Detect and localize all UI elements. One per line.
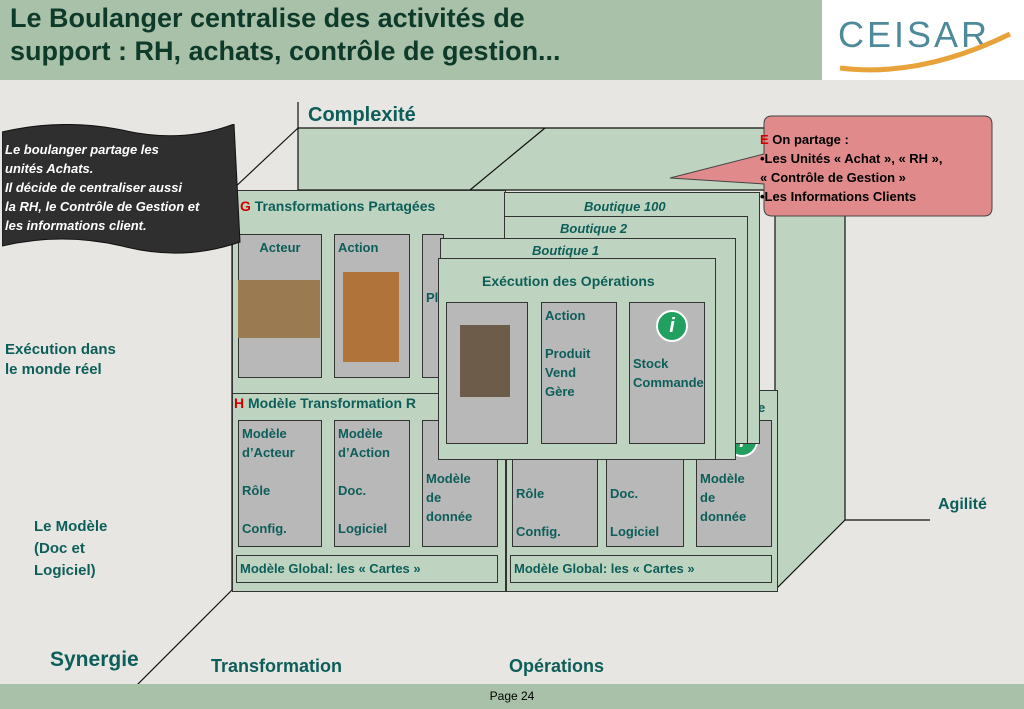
transformations-title: Transformations Partagées xyxy=(254,198,436,214)
acteur-label: Acteur xyxy=(259,240,301,255)
callout-line: Le boulanger partage les xyxy=(5,142,159,157)
callout-line: •Les Informations Clients xyxy=(760,189,917,204)
callout-line: Il décide de centraliser aussi xyxy=(5,180,183,195)
letter-h: H xyxy=(234,395,245,411)
divider xyxy=(232,393,504,395)
callout-line: unités Achats. xyxy=(5,161,94,176)
logo-swoosh-icon xyxy=(839,31,1012,73)
modele-transformation-header: H Modèle Transformation R xyxy=(234,395,416,411)
axis-agilite: Agilité xyxy=(938,496,987,513)
modele-acteur-column: Modèle d’Acteur Rôle Config. xyxy=(238,420,322,547)
bread-photo xyxy=(343,272,399,362)
axis-synergie: Synergie xyxy=(50,648,139,671)
chef-photo xyxy=(460,325,510,397)
col-line: d’Action xyxy=(338,445,390,460)
execution-label: Exécution dans le monde réel xyxy=(5,340,116,380)
exec-stock-text: Stock Commande xyxy=(630,351,704,395)
col-line: Modèle xyxy=(426,471,471,486)
col-line: Doc. xyxy=(610,486,639,501)
op-modele-donnee-text: Modèle de donnée xyxy=(697,466,771,529)
label-line: le monde réel xyxy=(5,361,102,378)
page-title: Le Boulanger centralise des activités de… xyxy=(10,2,810,68)
col-line: Logiciel xyxy=(610,524,660,539)
col-line: Rôle xyxy=(242,483,271,498)
callout-left-text: Le boulanger partage les unités Achats. … xyxy=(5,140,245,235)
callout-line: la RH, le Contrôle de Gestion et xyxy=(5,199,200,214)
axis-complexite: Complexité xyxy=(308,104,416,126)
modele-label: Le Modèle (Doc et Logiciel) xyxy=(34,516,107,582)
info-icon: i xyxy=(656,310,688,342)
boutique-1-label: Boutique 1 xyxy=(532,243,600,258)
col-line: Modèle xyxy=(700,471,745,486)
col-line: de xyxy=(426,490,442,505)
callout-line: « Contrôle de Gestion » xyxy=(760,170,906,185)
callout-line: E On partage : xyxy=(760,130,992,149)
col-line: donnée xyxy=(700,509,747,524)
modele-global-bar-right: Modèle Global: les « Cartes » xyxy=(510,555,772,583)
label-line: Exécution dans xyxy=(5,341,116,358)
modele-action-column: Modèle d’Action Doc. Logiciel xyxy=(334,420,410,547)
partial-e: e xyxy=(758,400,766,415)
col-line: Doc. xyxy=(338,483,367,498)
page-number: Page 24 xyxy=(489,689,535,703)
label-line: Logiciel) xyxy=(34,562,96,579)
col-line: d’Acteur xyxy=(242,445,295,460)
col-line: Commande xyxy=(633,375,704,390)
boutique-100-label: Boutique 100 xyxy=(584,199,666,214)
modele-action-text: Modèle d’Action Doc. Logiciel xyxy=(335,421,409,541)
col-line: Action xyxy=(545,308,586,323)
col-line: donnée xyxy=(426,509,473,524)
exec-action-column: Action Produit Vend Gère xyxy=(541,302,617,444)
col-line: Config. xyxy=(242,521,287,536)
action-label: Action xyxy=(338,240,379,255)
title-line-2: support : RH, achats, contrôle de gestio… xyxy=(10,36,561,66)
col-line: Rôle xyxy=(516,486,545,501)
col-line: Produit xyxy=(545,346,591,361)
col-line: Modèle xyxy=(338,426,383,441)
execution-title: Exécution des Opérations xyxy=(482,273,655,289)
callout-left-shape xyxy=(2,124,241,254)
callout-right-text: E On partage : •Les Unités « Achat », « … xyxy=(760,130,992,206)
axis-operations: Opérations xyxy=(509,656,605,676)
col-line: Vend xyxy=(545,365,577,380)
modele-transformation-title: Modèle Transformation R xyxy=(248,395,417,411)
col-line: Stock xyxy=(633,356,669,371)
callout-right-shape xyxy=(669,115,993,217)
axis-transformation: Transformation xyxy=(211,656,343,676)
boutique-2-label: Boutique 2 xyxy=(560,221,628,236)
exec-action-text: Action Produit Vend Gère xyxy=(542,303,616,404)
label-line: Le Modèle xyxy=(34,518,108,535)
baker-photo xyxy=(238,280,320,338)
letter-e: E xyxy=(760,132,769,147)
col-line: Gère xyxy=(545,384,575,399)
callout-line: les informations client. xyxy=(5,218,147,233)
modele-global-bar-left: Modèle Global: les « Cartes » xyxy=(236,555,498,583)
planning-partial-label: Pl xyxy=(426,290,439,305)
col-line: de xyxy=(700,490,716,505)
col-line: Logiciel xyxy=(338,521,388,536)
modele-acteur-text: Modèle d’Acteur Rôle Config. xyxy=(239,421,321,541)
footer-bar xyxy=(0,684,1024,709)
ceisar-logo: CEISAR xyxy=(838,14,991,55)
label-line: (Doc et xyxy=(34,540,85,557)
title-line-1: Le Boulanger centralise des activités de xyxy=(10,3,525,33)
transformations-header: G Transformations Partagées xyxy=(240,198,435,214)
col-line: Modèle xyxy=(242,426,287,441)
modele-donnee-text: Modèle de donnée xyxy=(423,466,497,529)
col-line: Config. xyxy=(516,524,561,539)
callout-line-text: On partage : xyxy=(768,132,849,147)
callout-line: •Les Unités « Achat », « RH », xyxy=(760,151,943,166)
letter-g: G xyxy=(240,198,251,214)
